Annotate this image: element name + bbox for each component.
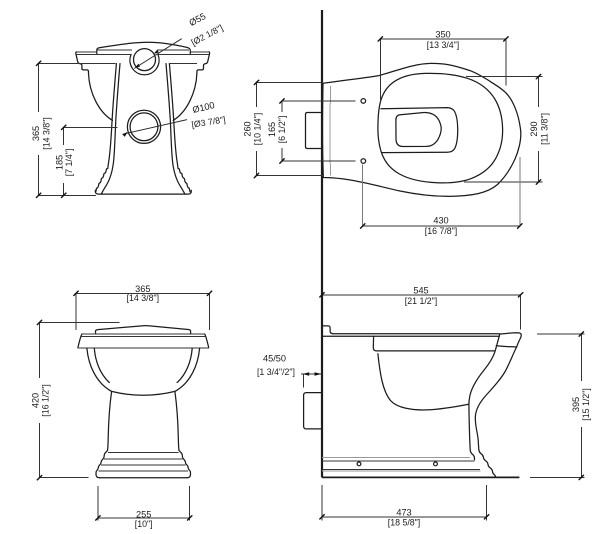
svg-text:[13 3/4"]: [13 3/4"] <box>427 40 459 50</box>
svg-text:45/50: 45/50 <box>263 354 286 364</box>
svg-text:[16 7/8"]: [16 7/8"] <box>425 226 457 236</box>
svg-text:290: 290 <box>529 121 539 136</box>
svg-text:[16 1/2"]: [16 1/2"] <box>40 384 50 416</box>
svg-text:[1 3/4"/2"]: [1 3/4"/2"] <box>257 367 295 377</box>
svg-text:430: 430 <box>433 215 448 225</box>
svg-text:[11 3/8"]: [11 3/8"] <box>540 113 550 145</box>
svg-text:165: 165 <box>267 122 277 137</box>
svg-text:255: 255 <box>136 510 151 520</box>
svg-text:[14 3/8"]: [14 3/8"] <box>127 293 159 303</box>
svg-text:365: 365 <box>135 284 150 294</box>
svg-text:420: 420 <box>30 393 40 408</box>
svg-text:[15 1/2"]: [15 1/2"] <box>581 388 591 420</box>
svg-text:[21 1/2"]: [21 1/2"] <box>405 296 437 306</box>
svg-text:[10 1/4"]: [10 1/4"] <box>253 113 263 145</box>
svg-text:545: 545 <box>413 285 428 295</box>
svg-text:365: 365 <box>31 126 41 141</box>
svg-text:[14 3/8"]: [14 3/8"] <box>41 117 51 149</box>
svg-text:395: 395 <box>571 397 581 412</box>
svg-text:473: 473 <box>396 507 411 517</box>
svg-text:[7 1/4"]: [7 1/4"] <box>64 149 74 177</box>
svg-text:260: 260 <box>243 121 253 136</box>
svg-text:[6 1/2"]: [6 1/2"] <box>277 116 287 144</box>
svg-text:[18 5/8"]: [18 5/8"] <box>388 518 420 528</box>
svg-text:350: 350 <box>435 30 450 40</box>
svg-text:[10"]: [10"] <box>135 519 153 529</box>
svg-text:185: 185 <box>55 155 65 170</box>
svg-text:Ø100: Ø100 <box>191 100 215 115</box>
